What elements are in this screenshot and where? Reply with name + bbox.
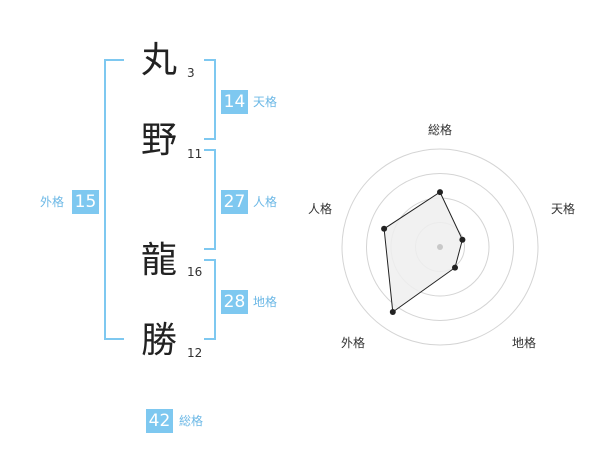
chikaku-value: 28 <box>221 290 248 314</box>
name-char-4: 勝 <box>141 320 178 361</box>
gaikaku-bracket <box>104 59 124 340</box>
radar-ring <box>366 173 514 321</box>
stroke-count-2: 11 <box>187 147 203 161</box>
radar-points <box>381 189 466 315</box>
stroke-count-3: 16 <box>187 265 203 279</box>
gaikaku-label: 外格 <box>40 195 65 209</box>
axis-label-gaikaku: 外格 <box>341 335 365 350</box>
radar-center-dot <box>437 244 443 250</box>
radar-point <box>381 225 388 232</box>
jinkaku-bracket <box>204 149 216 250</box>
axis-label-soukaku: 総格 <box>428 122 452 137</box>
radar-point <box>459 236 466 243</box>
radar-chart: 総格 天格 地格 外格 人格 <box>308 122 575 350</box>
chikaku-bracket <box>204 259 216 340</box>
gaikaku-value: 15 <box>72 190 99 214</box>
tenkaku-label: 天格 <box>253 95 278 109</box>
axis-label-jinkaku: 人格 <box>308 201 332 216</box>
jinkaku-label: 人格 <box>253 195 278 209</box>
radar-point <box>437 189 443 196</box>
soukaku-label: 総格 <box>179 414 204 428</box>
name-char-1: 丸 <box>141 40 178 81</box>
soukaku-value: 42 <box>146 409 173 433</box>
jinkaku-value: 27 <box>221 190 248 214</box>
radar-ring <box>341 148 539 346</box>
name-char-2: 野 <box>141 120 178 161</box>
axis-label-chikaku: 地格 <box>512 335 536 350</box>
stroke-count-1: 3 <box>187 66 195 80</box>
radar-point <box>389 309 396 315</box>
name-char-3: 龍 <box>141 240 178 281</box>
radar-point <box>452 264 458 271</box>
axis-label-tenkaku: 天格 <box>551 201 575 216</box>
radar-series-shape <box>383 191 463 313</box>
tenkaku-bracket <box>204 59 216 140</box>
stroke-count-4: 12 <box>187 346 203 360</box>
tenkaku-value: 14 <box>221 90 248 114</box>
chikaku-label: 地格 <box>253 295 278 309</box>
